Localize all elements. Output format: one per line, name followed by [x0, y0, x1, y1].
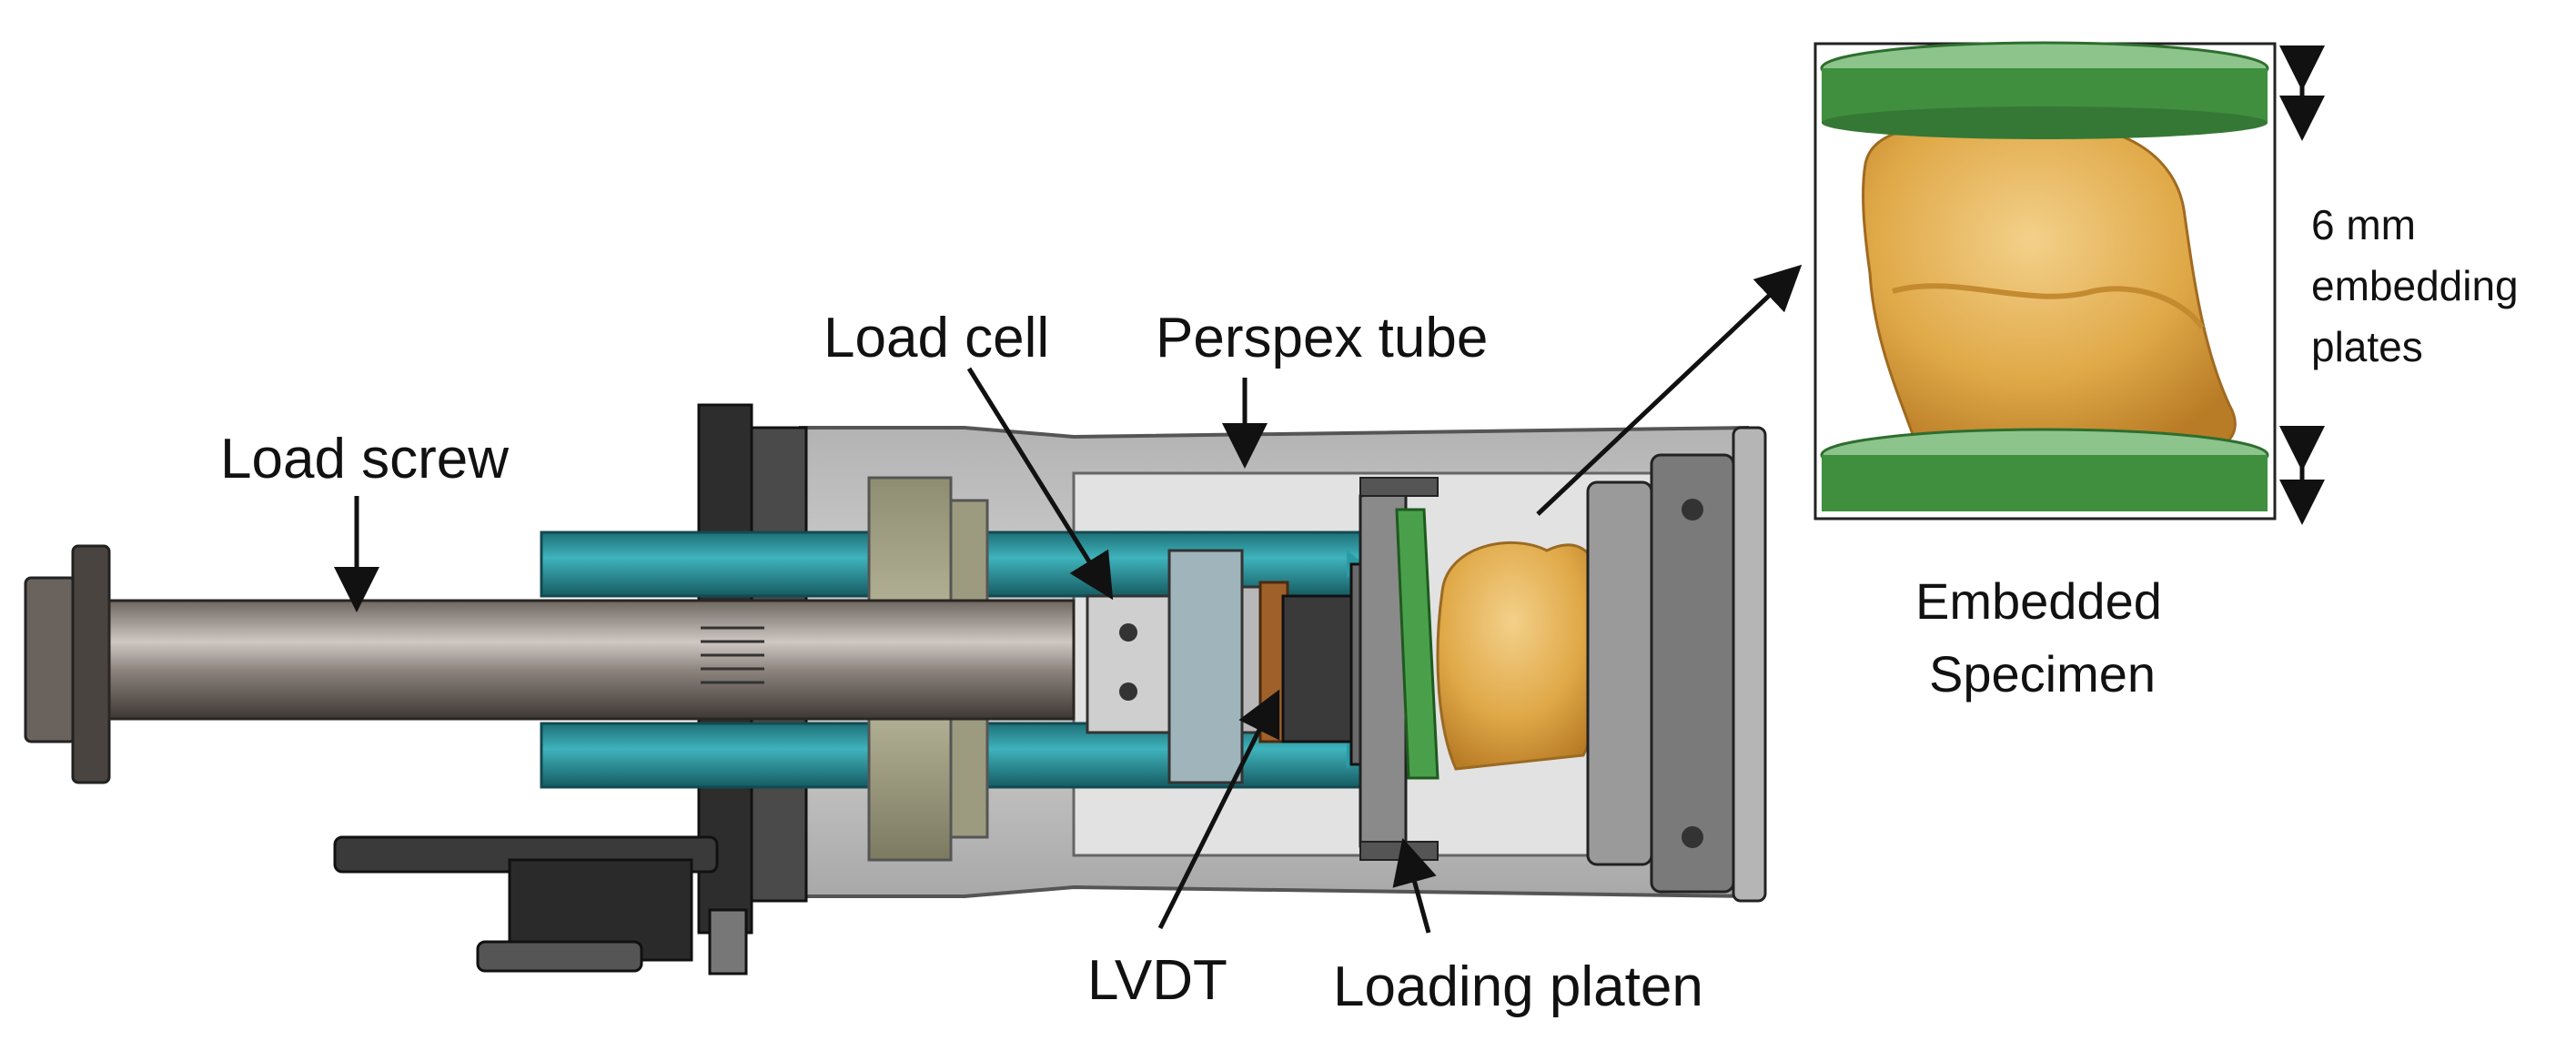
label-plates-line3: plates — [2311, 323, 2423, 370]
label-plates-line2: embedding — [2311, 262, 2519, 309]
lvdt-arrow — [1157, 689, 1280, 930]
leader-lines — [334, 264, 1803, 934]
label-embedded-specimen-line1: Embedded — [1915, 572, 2162, 630]
label-perspex-tube: Perspex tube — [1156, 307, 1488, 369]
load-screw — [24, 544, 1076, 784]
load-cell-arrow — [966, 367, 1114, 601]
label-loading-platen: Loading platen — [1333, 955, 1703, 1018]
apparatus-specimen — [1436, 541, 1604, 771]
label-load-cell: Load cell — [823, 307, 1049, 369]
loading-platen-hub — [1281, 477, 1439, 861]
label-plates-line1: 6 mm — [2311, 201, 2416, 248]
loading-platen-arrow — [1392, 837, 1437, 934]
label-load-screw: Load screw — [220, 428, 509, 490]
load-cell — [1086, 549, 1280, 784]
embedded-specimen-arrow — [1536, 264, 1803, 516]
label-lvdt: LVDT — [1087, 949, 1227, 1012]
embedded-specimen-inset — [1813, 41, 2277, 520]
right-end-cap — [1586, 426, 1767, 903]
label-embedded-specimen-line2: Specimen — [1929, 645, 2156, 702]
